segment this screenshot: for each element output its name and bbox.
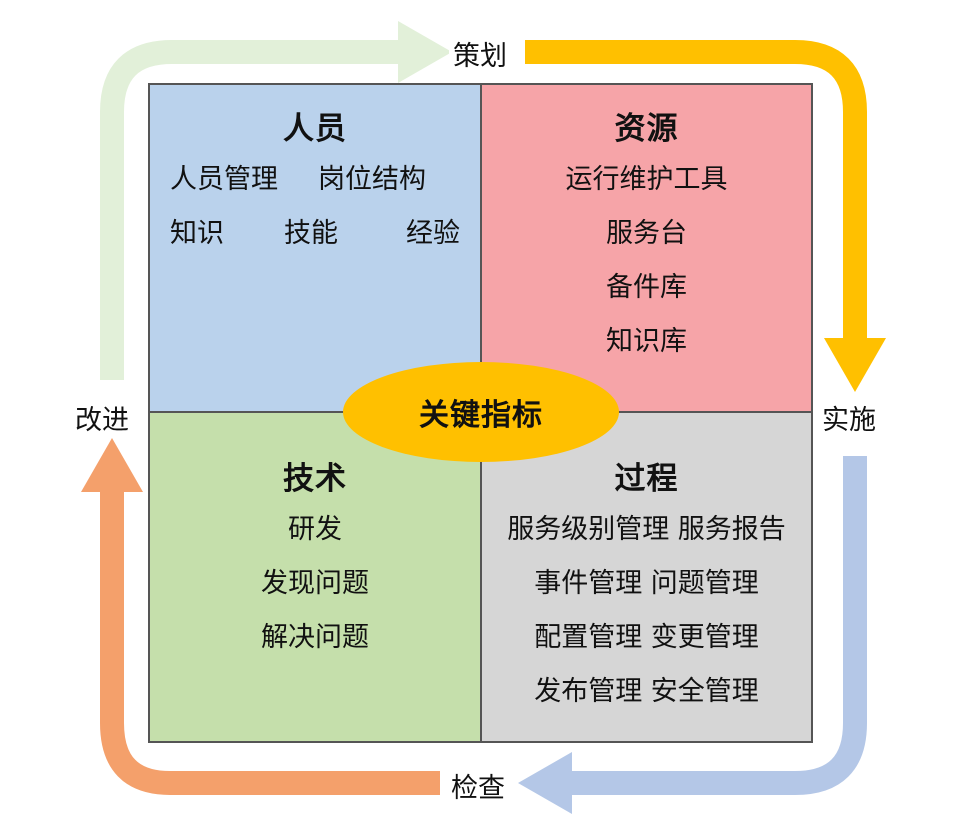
resources-item: 服务台	[606, 218, 687, 249]
quadrant-resources: 资源 运行维护工具 服务台 备件库 知识库	[480, 83, 813, 413]
quadrant-process-title: 过程	[614, 461, 679, 497]
phase-plan-label: 策划	[449, 34, 511, 73]
resources-item: 运行维护工具	[565, 164, 728, 195]
quadrant-people: 人员 人员管理 岗位结构 知识 技能 经验	[148, 83, 482, 413]
process-item: 配置管理 变更管理	[534, 622, 759, 653]
arrow-check-to-act-head	[81, 438, 143, 492]
phase-do-label: 实施	[818, 398, 880, 437]
process-item: 服务级别管理 服务报告	[507, 514, 786, 545]
arrow-act-to-plan	[100, 40, 402, 380]
phase-check-label: 检查	[447, 766, 509, 805]
resources-item: 知识库	[606, 326, 687, 357]
quadrant-people-title: 人员	[283, 111, 347, 147]
resources-item: 备件库	[606, 272, 687, 303]
key-indicators-ellipse: 关键指标	[343, 362, 619, 462]
arrow-check-to-act	[100, 488, 440, 795]
process-item: 发布管理 安全管理	[534, 676, 759, 707]
quadrant-technology-title: 技术	[283, 461, 347, 497]
technology-item: 解决问题	[261, 622, 369, 653]
arrow-act-to-plan-head	[398, 21, 452, 83]
people-item-structure: 岗位结构	[318, 164, 426, 195]
people-item-experience: 经验	[406, 218, 460, 249]
phase-act-label: 改进	[71, 398, 133, 437]
arrow-do-to-check-head	[518, 752, 572, 814]
process-item: 事件管理 问题管理	[534, 568, 759, 599]
quadrant-resources-title: 资源	[614, 111, 679, 147]
arrow-plan-to-do-head	[824, 338, 886, 392]
quadrant-process: 过程 服务级别管理 服务报告 事件管理 问题管理 配置管理 变更管理 发布管理 …	[480, 411, 813, 743]
people-item-knowledge: 知识	[170, 218, 224, 249]
people-item-management: 人员管理	[170, 164, 278, 195]
technology-item: 研发	[288, 514, 342, 545]
technology-item: 发现问题	[261, 568, 369, 599]
quadrant-technology: 技术 研发 发现问题 解决问题	[148, 411, 482, 743]
people-item-skills: 技能	[284, 218, 338, 249]
arrow-do-to-check	[568, 456, 867, 795]
arrow-plan-to-do	[525, 40, 867, 342]
key-indicators-label: 关键指标	[419, 398, 543, 433]
